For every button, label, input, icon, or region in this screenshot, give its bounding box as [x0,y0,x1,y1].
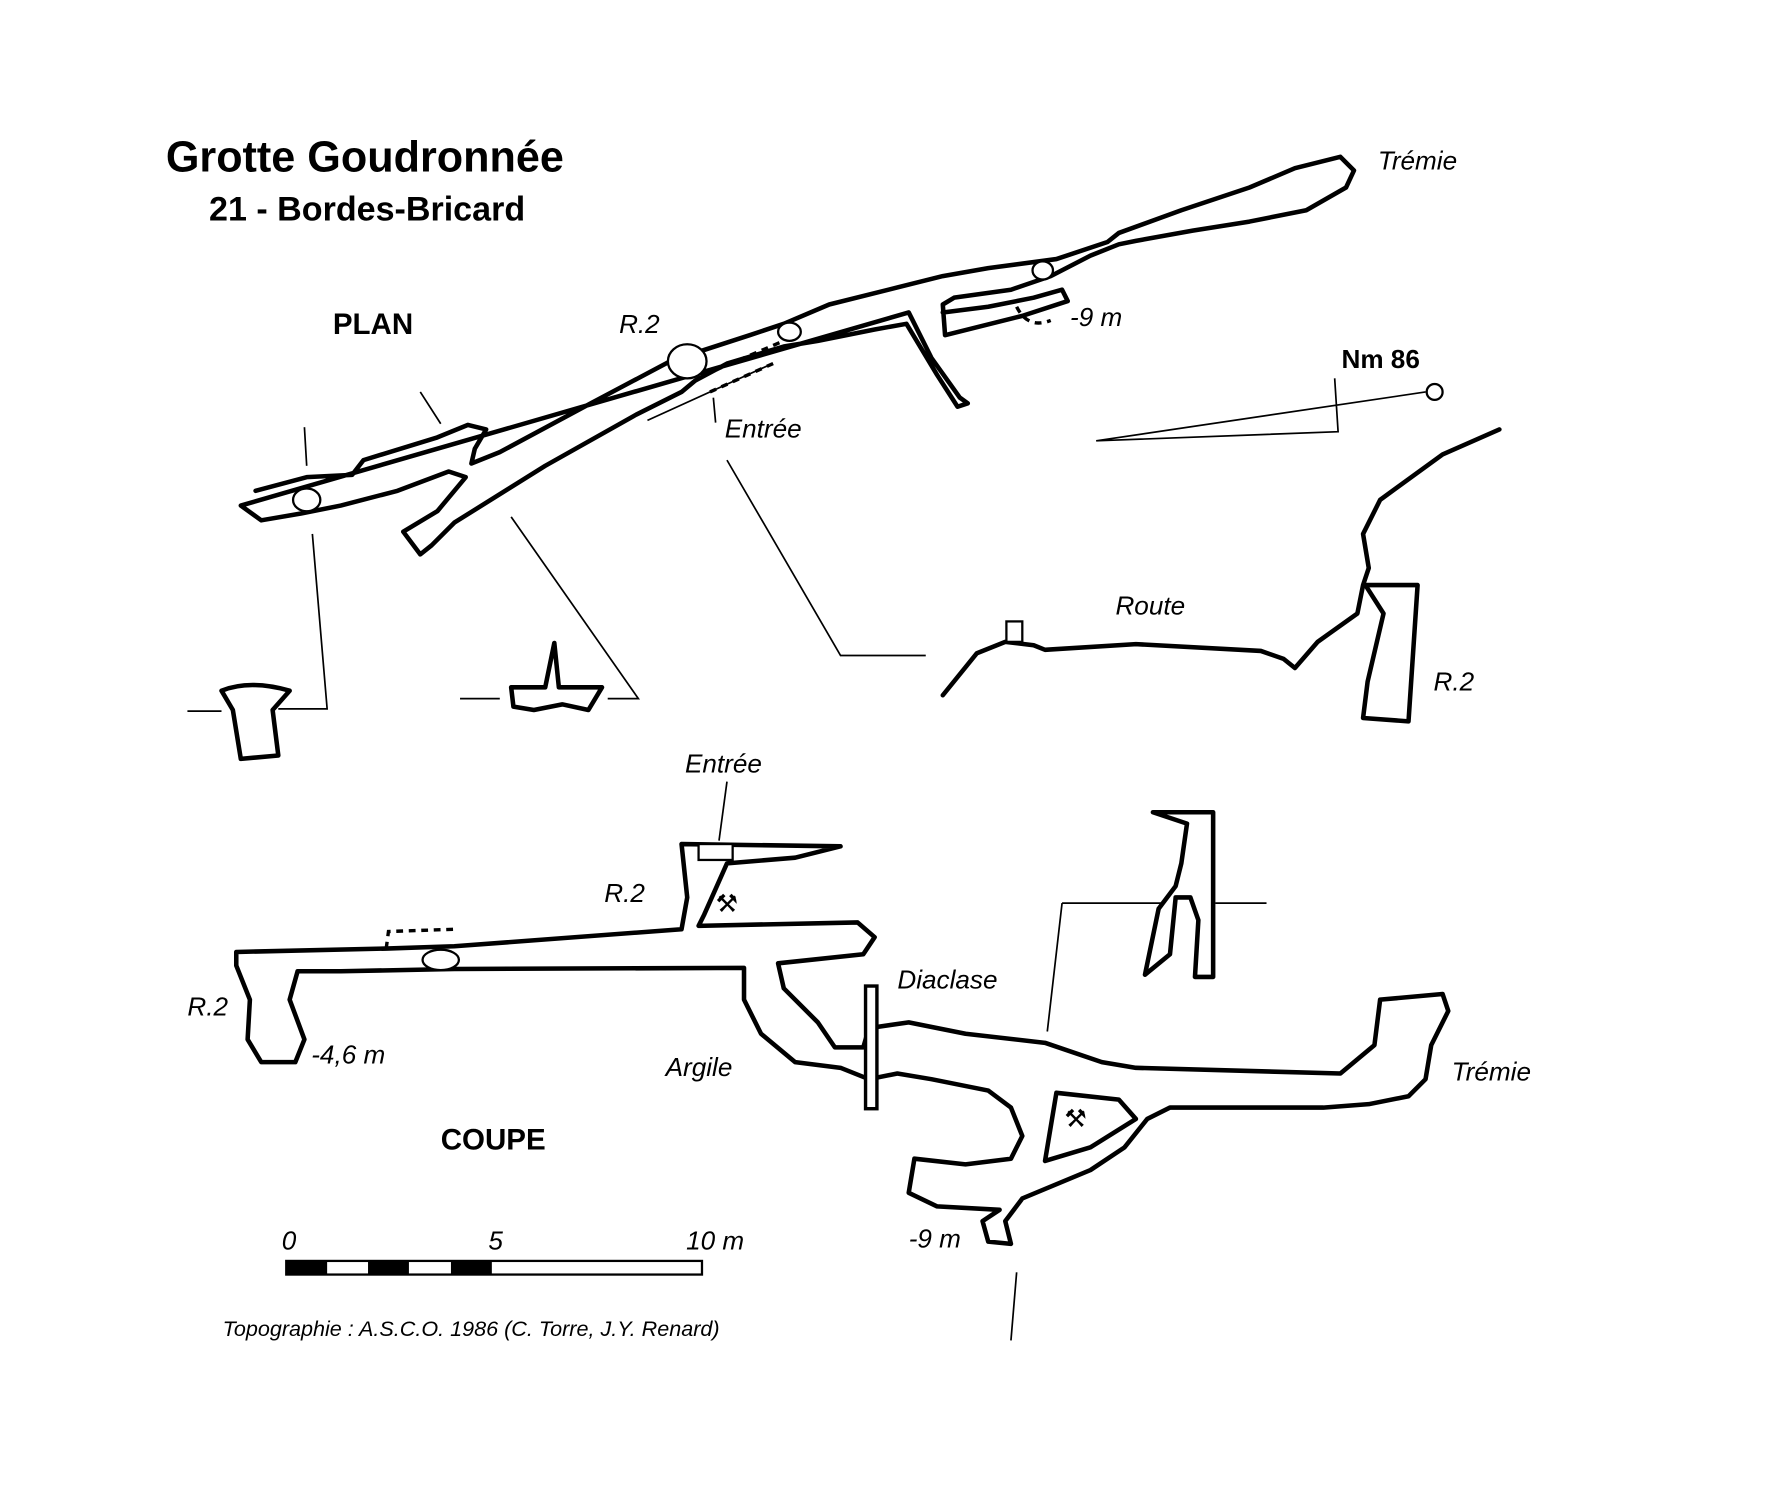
scale-tick-5: 5 [488,1226,503,1256]
cross-section-3 [1142,809,1216,980]
subtitle: 21 - Bordes-Bricard [209,190,525,228]
plan-heading: PLAN [333,308,413,341]
plan-minus9-pit [1015,305,1052,325]
argile-label: Argile [664,1052,733,1082]
plan-r2-label: R.2 [619,309,660,339]
coupe-depth-bottom-label: -9 m [909,1223,961,1253]
outside-profile: Route R.2 [940,427,1502,724]
plan-tremie-label: Trémie [1378,145,1457,175]
plan-shaft-left [291,487,322,513]
scale-tick-0: 0 [282,1226,297,1256]
boulder [421,948,461,972]
entrance-block [697,842,734,862]
plan-entrance-hatch [647,362,773,422]
coupe-heading: COUPE [441,1124,546,1157]
coupe-depth-left-label: -4,6 m [311,1039,385,1069]
plan-depth-label: -9 m [1070,302,1122,332]
coupe-r2-upper-label: R.2 [604,878,645,908]
cross-section-2 [508,640,605,713]
cross-section-1 [219,682,292,762]
north-label: Nm 86 [1341,344,1419,374]
coupe-view: COUPE ⚒ ⚒ Entrée R.2 R.2 -4,6 m Argile D… [187,748,1531,1341]
title: Grotte Goudronnée [166,134,564,182]
coupe-entree-label: Entrée [685,748,762,778]
ground-line [940,427,1502,698]
plan-main-gallery [238,154,1357,557]
plan-entree-label: Entrée [725,413,802,443]
plan-entrance-arrow [712,397,717,423]
coupe-pillar [1042,1090,1139,1164]
route-label: Route [1115,591,1185,621]
diaclase-fissure [863,984,879,1111]
diaclase-label: Diaclase [897,964,997,994]
section-line-5 [1010,1272,1018,1341]
entree-pointer [718,781,728,841]
coupe-r2-left-label: R.2 [187,992,228,1022]
plan-view: PLAN R.2 Entrée -9 m Trémie [187,145,1457,713]
north-arrow: Nm 86 [1096,344,1444,442]
scale-bar: 0 5 10 m [282,1226,744,1276]
section-line-1 [187,427,329,713]
entrance-shaft [1360,582,1420,724]
section-line-4 [1046,902,1267,1032]
plan-pit [776,321,802,342]
cross-marker-icon [1005,620,1024,643]
pick-icon-1: ⚒ [716,890,738,918]
plan-dashed [703,339,785,394]
coupe-dashed [384,927,455,949]
north-circle-icon [1425,382,1444,402]
section-line-3 [726,459,926,657]
north-arrow-lines [1096,378,1426,442]
plan-pit-east [1031,260,1055,281]
credits: Topographie : A.S.C.O. 1986 (C. Torre, J… [223,1316,720,1341]
coupe-tremie-label: Trémie [1452,1056,1531,1086]
pick-icon-2: ⚒ [1064,1105,1086,1133]
coupe-gallery [233,841,1451,1247]
scale-tick-10: 10 m [686,1226,744,1256]
profile-r2-label: R.2 [1434,667,1475,697]
section-line-2 [419,391,641,700]
plan-r2-pit [666,343,708,380]
